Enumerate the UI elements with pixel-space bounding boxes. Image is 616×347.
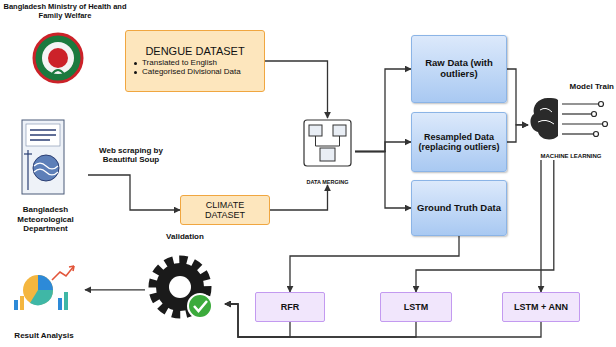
bar [20,296,24,310]
flow-arrow [355,142,411,152]
ml-node: Model TrainMACHINE LEARNING [528,82,614,160]
node-title: LSTM [404,302,429,312]
node-title: Raw Data (with outliers) [415,58,503,80]
model-box: RFR [255,292,325,322]
circuit [562,102,608,137]
validation-node: Validation [145,232,225,322]
brain-fold [538,108,554,124]
logo-mast [24,153,32,154]
bmd-logo [22,120,64,194]
bar [14,300,18,310]
emblem-sun [48,48,68,68]
node-title: Result Analysis [14,331,73,340]
icon-frame [304,120,351,166]
logo-stroke [30,139,50,141]
logo-stroke [30,134,56,136]
node-title: Validation [166,232,204,241]
data-box: Resampled Data (replacing outliers) [411,112,507,172]
check-mark [194,301,207,311]
database-icon [304,120,351,166]
node-title: DENGUE DATASET [145,45,244,58]
model-box: LSTM [380,292,452,322]
node-title: Bangladesh Meteorological Department [3,205,88,233]
logo-wave [34,169,58,175]
bar [64,292,68,310]
dataset-box: DENGUE DATASETTranslated to EnglishCateg… [125,30,265,92]
result-node: Result Analysis [3,255,85,340]
ministry-emblem-node: Bangladesh Ministry of Health and Family… [2,3,128,87]
logo-banner [26,124,60,146]
node-title: CLIMATE DATASET [187,200,263,221]
node-title: Resampled Data (replacing outliers) [415,132,503,153]
wire [339,136,340,146]
data-box: Raw Data (with outliers) [411,35,507,103]
server [309,125,322,136]
trend-arrow [52,266,74,280]
flow-arrow [355,69,411,152]
node-title: Model Train [570,82,614,91]
logo-globe [33,155,59,181]
dataset-box: CLIMATE DATASET [180,195,270,225]
analysis-icon [14,266,74,310]
check-badge [188,294,212,318]
pie-slice [38,275,53,290]
flow-arrow [85,289,145,290]
flow-arrow [265,61,328,118]
logo-stroke [30,129,56,131]
flow-arrow [270,185,328,210]
data-box: Ground Truth Data [411,180,507,236]
wire [316,146,340,147]
node-title: Ground Truth Data [417,203,501,214]
brain-half [531,98,558,139]
flow-arrow [355,152,411,209]
department-logo-node: Bangladesh Meteorological Department [3,117,88,233]
emblem-ring [34,34,82,82]
flow-arrow [507,69,528,125]
node-text: Translated to English [132,58,217,67]
flow-arrow [540,160,541,292]
merge-node: DATA MERGING [300,118,355,185]
node-title: RFR [281,302,300,312]
gear-icon [153,260,212,318]
node-text: Categorised Divisional Data [132,67,241,76]
flow-arrow [507,125,528,142]
pie [23,275,53,305]
node-text: MACHINE LEARNING [541,153,602,160]
server [320,148,335,161]
flow-arrow [88,175,180,210]
brain-icon [531,98,608,139]
model-box: LSTM + ANN [502,292,580,322]
node-title: DATA MERGING [306,179,348,185]
logo-wave [34,163,58,169]
edge-label: Web scraping by Beautiful Soup [90,145,172,165]
pie-slice [30,290,53,305]
gear-hole [169,276,191,298]
emblem-leaf [52,70,64,74]
trend-head [69,266,74,271]
node-title: LSTM + ANN [514,302,568,312]
emblem-inner [42,42,74,74]
flow-arrow [290,236,459,292]
wire [315,136,316,146]
logo-mast [27,150,28,190]
logo-frame [22,120,64,194]
ministry-emblem [34,34,82,82]
bar [58,298,62,310]
server [333,125,346,136]
node-title: Bangladesh Ministry of Health and Family… [2,3,128,20]
